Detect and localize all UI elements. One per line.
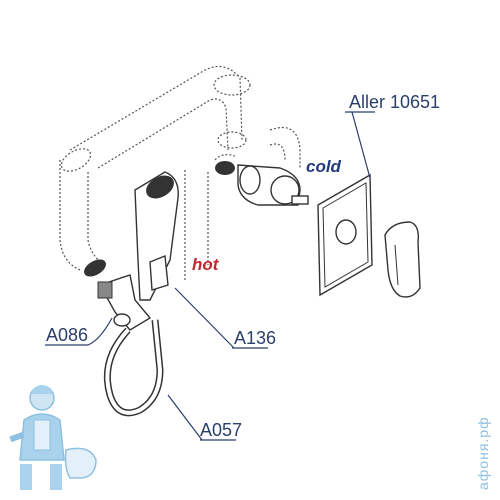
leader-lines bbox=[45, 111, 375, 441]
mixer-cartridge bbox=[237, 164, 309, 206]
label-a136: A136 bbox=[234, 328, 276, 348]
label-a086: A086 bbox=[46, 325, 88, 345]
label-a057: A057 bbox=[200, 420, 242, 440]
wall-elbow bbox=[97, 274, 152, 331]
plumber-mascot-icon bbox=[9, 385, 97, 490]
cover-plate bbox=[317, 173, 373, 297]
concealed-pipes bbox=[59, 65, 301, 280]
watermark-text: афоня.рф bbox=[475, 416, 491, 490]
label-aller-10651: Aller 10651 bbox=[349, 92, 440, 112]
label-hot: hot bbox=[192, 255, 220, 274]
label-cold: cold bbox=[306, 157, 342, 176]
hand-shower bbox=[134, 171, 179, 301]
flexible-hose bbox=[103, 319, 164, 417]
lever-handle bbox=[384, 221, 421, 298]
